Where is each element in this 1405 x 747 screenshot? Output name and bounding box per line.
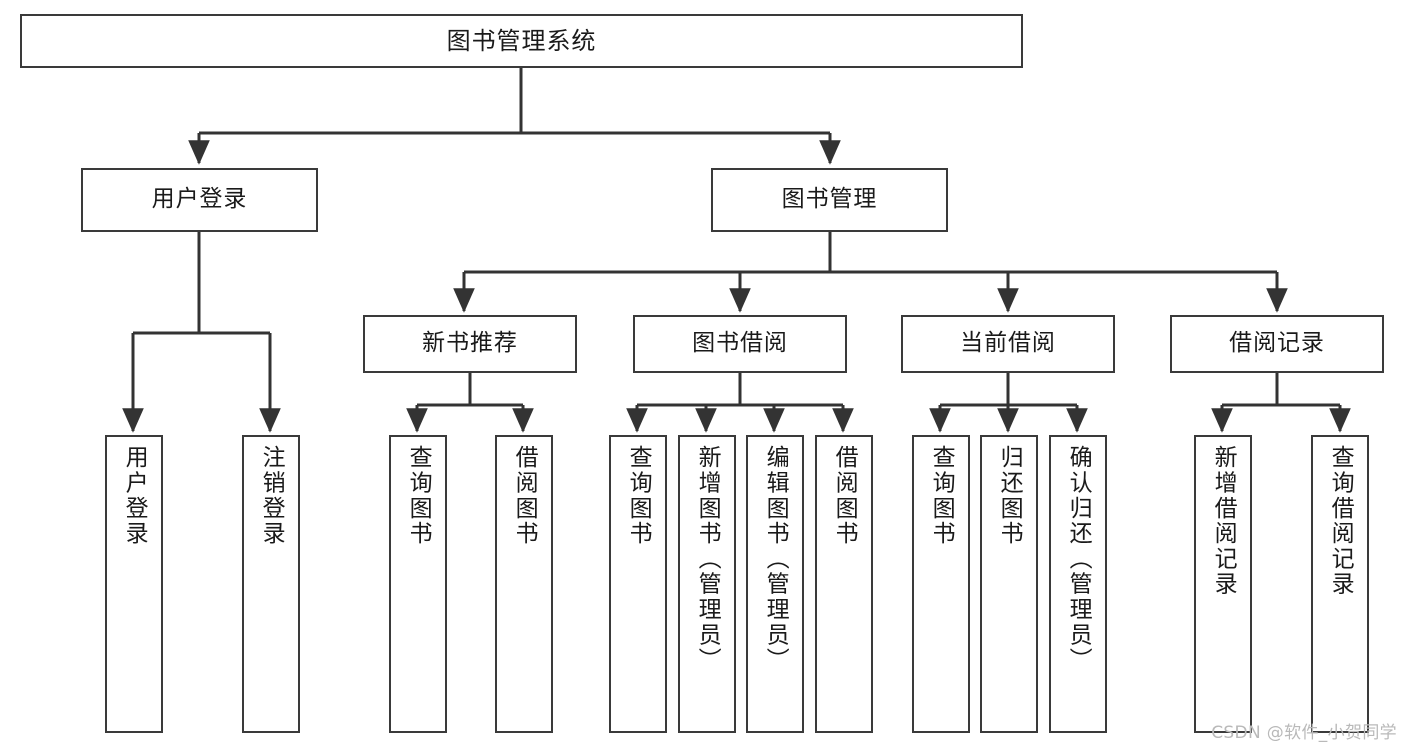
watermark-text: CSDN @软件_小贺同学: [1211, 723, 1397, 743]
node-new-book-recommend[interactable]: 新书推荐: [363, 315, 577, 373]
node-label: 借阅图书: [511, 445, 538, 547]
node-leaf-borrow-book-2[interactable]: 借阅图书: [815, 435, 873, 733]
node-label: 确认归还（管理员）: [1065, 445, 1092, 673]
node-label: 用户登录: [151, 186, 248, 213]
node-leaf-return-book[interactable]: 归还图书: [980, 435, 1038, 733]
node-label: 图书借阅: [692, 330, 788, 357]
node-label: 新书推荐: [422, 330, 518, 357]
node-label: 当前借阅: [960, 330, 1056, 357]
node-label: 新增借阅记录: [1210, 445, 1237, 597]
node-label: 借阅记录: [1229, 330, 1325, 357]
node-leaf-edit-book[interactable]: 编辑图书（管理员）: [746, 435, 804, 733]
node-leaf-borrow-book-1[interactable]: 借阅图书: [495, 435, 553, 733]
node-label: 查询借阅记录: [1327, 445, 1354, 597]
node-label: 归还图书: [996, 445, 1023, 547]
node-user-login[interactable]: 用户登录: [81, 168, 318, 232]
node-label: 图书管理: [781, 186, 878, 213]
node-label: 查询图书: [928, 445, 955, 547]
node-label: 注销登录: [258, 445, 285, 547]
node-label: 编辑图书（管理员）: [762, 445, 789, 673]
node-leaf-logout[interactable]: 注销登录: [242, 435, 300, 733]
node-label: 查询图书: [405, 445, 432, 547]
node-root-book-management-system[interactable]: 图书管理系统: [20, 14, 1023, 68]
node-leaf-confirm-return[interactable]: 确认归还（管理员）: [1049, 435, 1107, 733]
node-label: 图书管理系统: [446, 26, 597, 55]
node-leaf-query-book-1[interactable]: 查询图书: [389, 435, 447, 733]
node-label: 查询图书: [625, 445, 652, 547]
node-leaf-add-record[interactable]: 新增借阅记录: [1194, 435, 1252, 733]
node-leaf-add-book[interactable]: 新增图书（管理员）: [678, 435, 736, 733]
node-leaf-user-login[interactable]: 用户登录: [105, 435, 163, 733]
node-leaf-query-book-2[interactable]: 查询图书: [609, 435, 667, 733]
node-leaf-query-record[interactable]: 查询借阅记录: [1311, 435, 1369, 733]
node-book-manage[interactable]: 图书管理: [711, 168, 948, 232]
node-borrow-record[interactable]: 借阅记录: [1170, 315, 1384, 373]
node-current-borrow[interactable]: 当前借阅: [901, 315, 1115, 373]
node-label: 新增图书（管理员）: [694, 445, 721, 673]
node-book-borrow[interactable]: 图书借阅: [633, 315, 847, 373]
node-leaf-query-book-3[interactable]: 查询图书: [912, 435, 970, 733]
node-label: 借阅图书: [831, 445, 858, 547]
node-label: 用户登录: [121, 445, 148, 547]
